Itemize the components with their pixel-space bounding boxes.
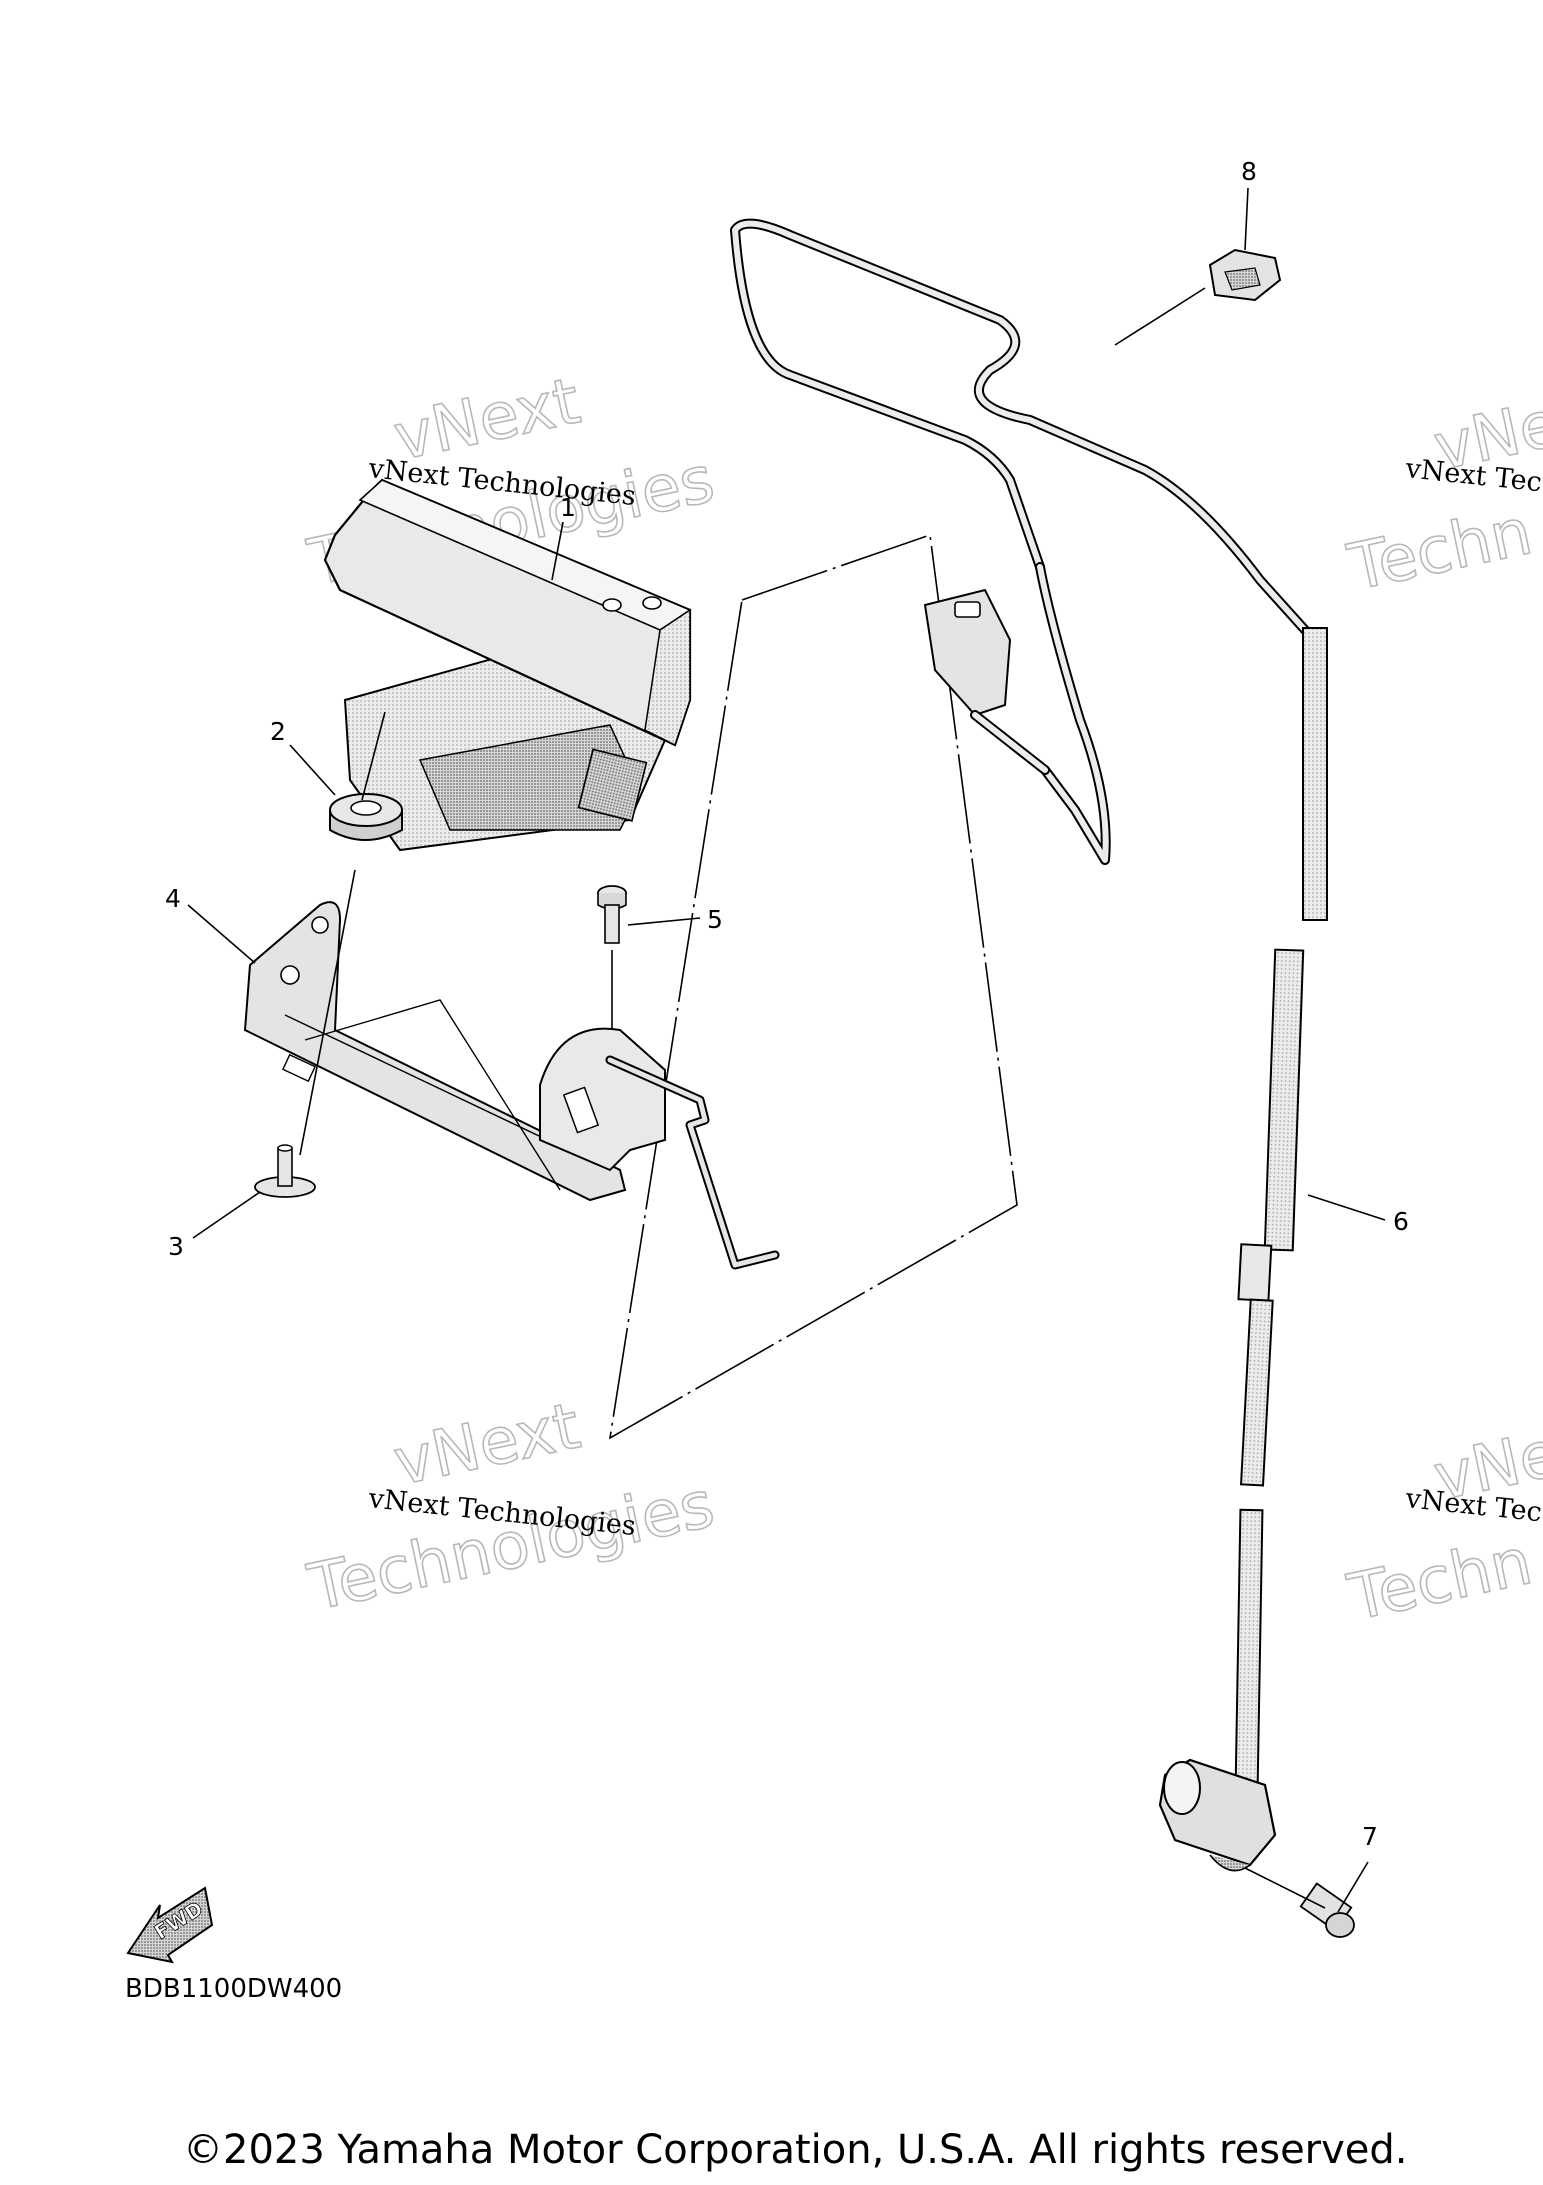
leader-2-to-meter (361, 711, 386, 801)
clamp (1208, 248, 1282, 302)
leader-1 (551, 521, 564, 581)
bolt-5 (597, 885, 627, 944)
watermark-edge-line2: Techn (1342, 495, 1538, 606)
detail-box (608, 533, 1018, 1440)
sensor-cable (730, 218, 1328, 1872)
watermark-big-edge-top: vNe Techn (1341, 386, 1543, 606)
callout-8: 8 (1241, 157, 1257, 186)
copyright-notice: ©2023 Yamaha Motor Corporation, U.S.A. A… (183, 2127, 1408, 2173)
leader-4 (187, 904, 256, 964)
callout-5: 5 (707, 905, 723, 934)
fwd-arrow: FWD (126, 1886, 214, 1964)
watermark-big-line2: Technologies (302, 1468, 721, 1626)
callout-3: 3 (168, 1232, 184, 1261)
leader-5 (627, 917, 701, 926)
callouts: 1 2 3 4 5 6 7 8 (165, 157, 1409, 1851)
diagram-code: BDB1100DW400 (125, 1974, 342, 2004)
leader-7 (1337, 1861, 1369, 1913)
meter-assembly (323, 478, 692, 852)
watermark-big-edge-bottom: vNe Techn (1341, 1416, 1543, 1636)
bolt-3 (254, 1144, 316, 1198)
bolt-7 (1299, 1882, 1355, 1938)
watermark-edge-line2: Techn (1342, 1525, 1538, 1636)
callout-6: 6 (1393, 1207, 1409, 1236)
leader-3-axis (299, 869, 356, 1156)
callout-2: 2 (270, 717, 286, 746)
leader-7-axis (1244, 1867, 1326, 1909)
leader-6 (1307, 1194, 1386, 1221)
bracket (243, 901, 780, 1270)
leader-8 (1244, 187, 1249, 251)
leader-2 (289, 744, 336, 796)
leader-lines (187, 187, 1386, 1913)
grommet (329, 793, 403, 841)
leader-3 (192, 1191, 261, 1239)
callout-1: 1 (560, 493, 576, 522)
watermark-big-line1: vNext (388, 1389, 586, 1500)
callout-4: 4 (165, 884, 181, 913)
leader-8-to-cable (1114, 287, 1206, 346)
callout-7: 7 (1362, 1822, 1378, 1851)
